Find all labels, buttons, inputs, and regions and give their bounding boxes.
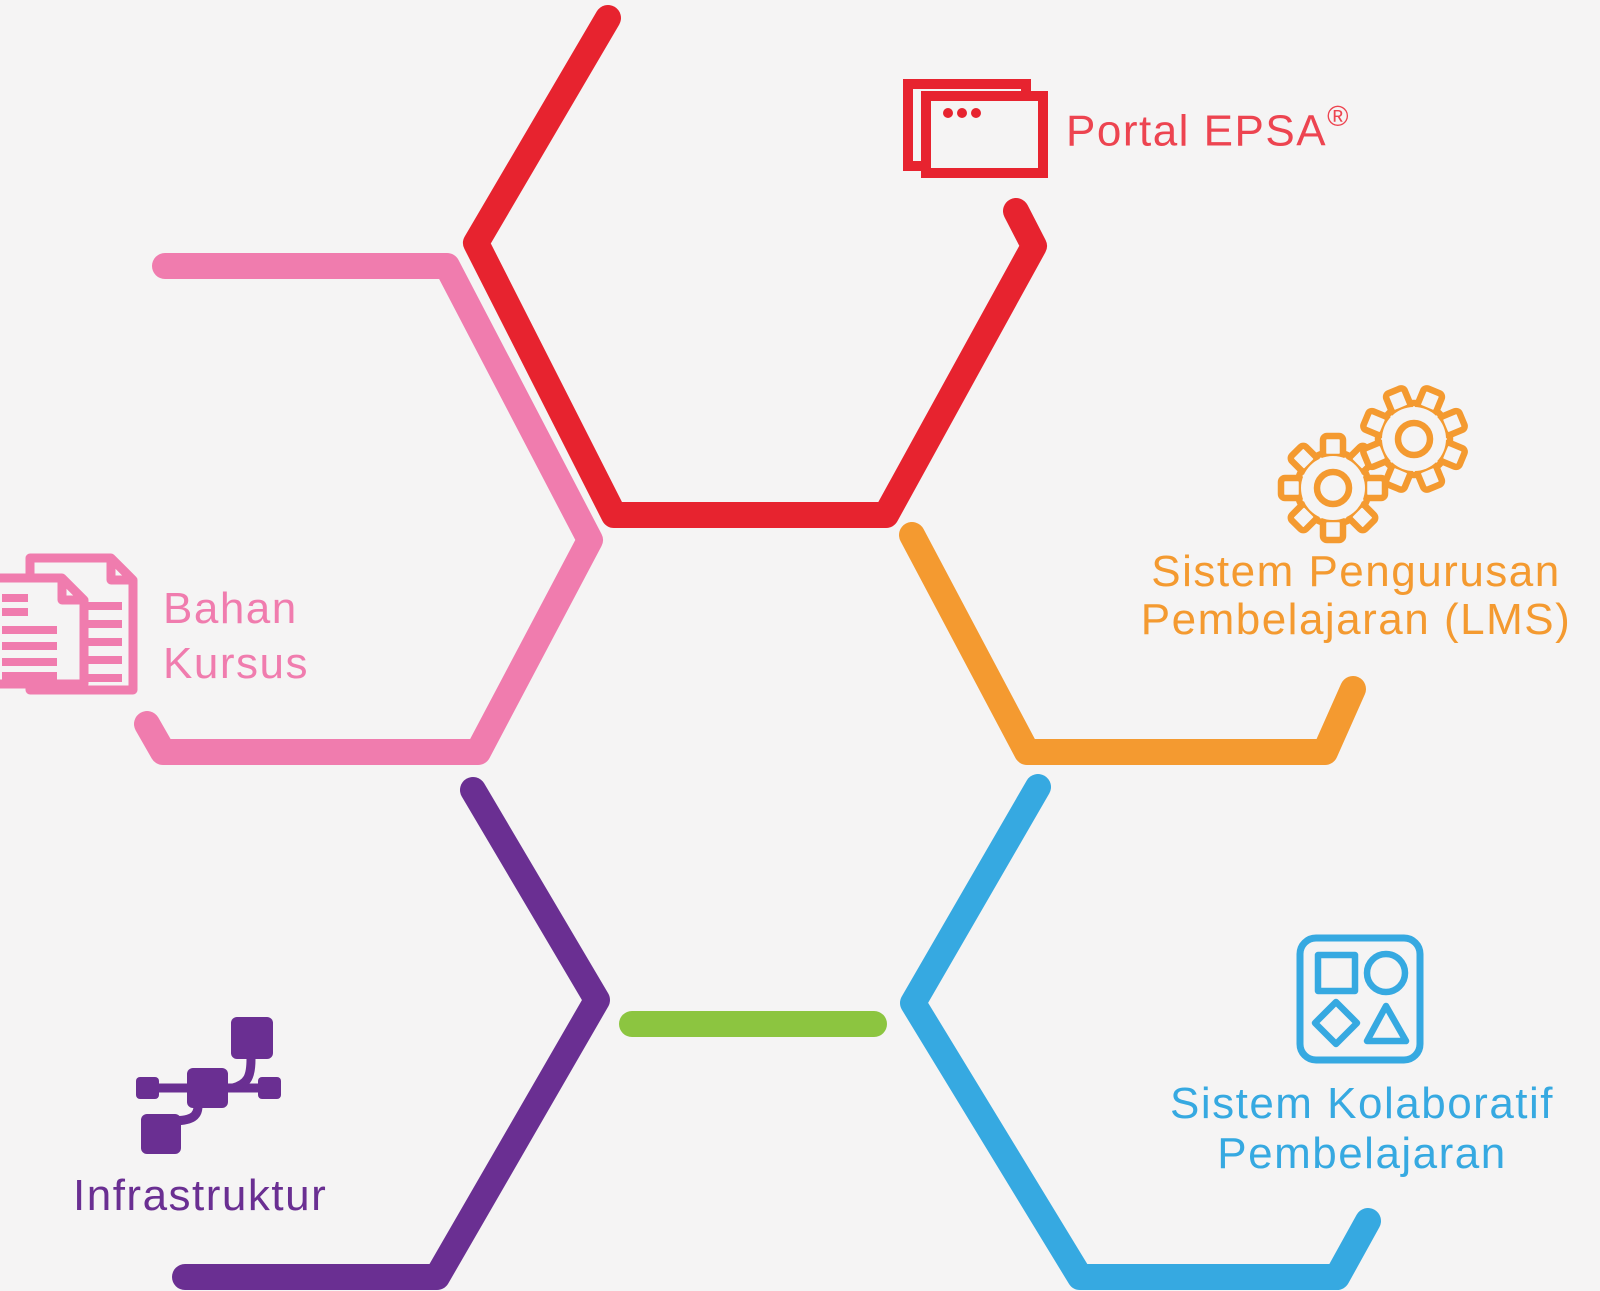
hexagon-course-materials: [134, 253, 603, 765]
back-page-fold: [106, 559, 132, 585]
front-page-fold: [57, 579, 83, 605]
network-icon: [136, 1017, 281, 1154]
gears-icon: [1277, 385, 1468, 544]
window-dot: [943, 108, 953, 118]
browser-windows-icon: [903, 79, 1048, 178]
window-dot: [957, 108, 967, 118]
network-node: [141, 1114, 181, 1154]
window-dot: [971, 108, 981, 118]
large-gear: [1360, 385, 1468, 493]
lms-label: Sistem Pengurusan Pembelajaran (LMS): [1106, 548, 1600, 644]
registered-trademark-symbol: ®: [1327, 101, 1349, 133]
course-materials-label: Bahan Kursus: [163, 581, 309, 691]
shapes-frame: [1296, 934, 1424, 1064]
infrastructure-label: Infrastruktur: [73, 1171, 328, 1220]
portal-epsa-text: Portal EPSA: [1066, 106, 1328, 156]
shapes-icon: [1296, 934, 1424, 1064]
course-materials-label-line1: Bahan: [163, 584, 298, 633]
hexagon-lms: [899, 522, 1366, 765]
documents-icon: [0, 553, 138, 695]
course-materials-label-line2: Kursus: [163, 639, 309, 688]
shape-triangle: [1363, 1002, 1410, 1045]
front-window: [921, 91, 1048, 178]
lms-label-line2: Pembelajaran (LMS): [1140, 595, 1572, 644]
hexagon-portal-epsa: [463, 5, 1047, 528]
shape-circle: [1363, 950, 1409, 996]
network-node: [136, 1077, 159, 1099]
collaborative-label-line1: Sistem Kolaboratif: [1169, 1079, 1555, 1128]
portal-epsa-label: Portal EPSA®: [1066, 101, 1348, 157]
collaborative-label-line2: Pembelajaran: [1217, 1129, 1507, 1178]
network-node: [231, 1017, 273, 1059]
network-node: [187, 1068, 228, 1108]
network-link-curve: [231, 1058, 256, 1093]
collaborative-label: Sistem Kolaboratif Pembelajaran: [1132, 1079, 1592, 1179]
lms-label-line1: Sistem Pengurusan: [1151, 547, 1561, 596]
shape-square: [1314, 951, 1359, 995]
shape-diamond: [1311, 998, 1361, 1048]
network-node: [258, 1077, 281, 1099]
hexagon-collaborative: [900, 774, 1381, 1290]
hexagon-infrastructure: [172, 777, 610, 1290]
